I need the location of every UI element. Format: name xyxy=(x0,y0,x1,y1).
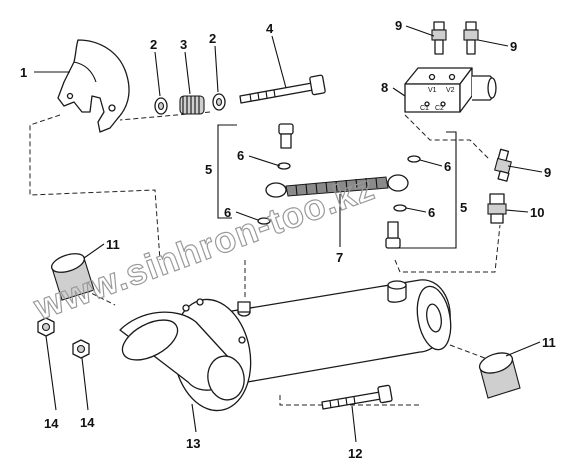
part-2-washer-right xyxy=(212,93,226,111)
part-14-nut-right xyxy=(72,339,90,359)
part-5-banjo-bolt-bottom xyxy=(385,221,401,249)
callout-11-left: 11 xyxy=(106,237,120,252)
part-9-fitting-top-right xyxy=(463,21,479,55)
callout-1: 1 xyxy=(20,65,27,80)
callout-14-right: 14 xyxy=(80,415,95,430)
block-mark-c1: C1 xyxy=(420,105,429,112)
part-10-adapter xyxy=(487,193,507,224)
callout-4: 4 xyxy=(266,21,274,36)
callout-5-right: 5 xyxy=(460,200,467,215)
part-11-bushing-right xyxy=(478,352,521,399)
part-13-cylinder-body xyxy=(119,279,452,412)
part-11-bushing-left xyxy=(50,253,95,301)
callout-11-right: 11 xyxy=(542,335,556,350)
part-7-hose xyxy=(265,174,409,198)
callout-2-left: 2 xyxy=(150,37,157,52)
callout-5-left: 5 xyxy=(205,162,212,177)
callout-leaders xyxy=(34,25,543,443)
callout-6-lower-left: 6 xyxy=(224,205,231,220)
callout-7: 7 xyxy=(336,250,343,265)
callout-12: 12 xyxy=(348,446,362,461)
part-12-bottom-bolt xyxy=(321,384,393,410)
part-9-fitting-top-left xyxy=(431,21,447,55)
part-6-o-rings xyxy=(257,155,421,225)
part-9-fitting-side xyxy=(494,148,512,182)
callout-6-upper-right: 6 xyxy=(444,159,451,174)
part-1-hook-bracket xyxy=(57,39,130,133)
block-mark-v1: V1 xyxy=(428,87,437,94)
part-3-spring xyxy=(179,95,205,115)
callout-6-upper-left: 6 xyxy=(237,148,244,163)
callout-2-right: 2 xyxy=(209,31,216,46)
callout-8: 8 xyxy=(381,80,388,95)
callout-9-side: 9 xyxy=(544,165,551,180)
callout-14-left: 14 xyxy=(44,416,59,431)
part-5-banjo-bolt-top xyxy=(278,123,294,149)
part-2-washer-left xyxy=(154,97,168,115)
callout-9-top-right: 9 xyxy=(510,39,517,54)
callout-10: 10 xyxy=(530,205,544,220)
callout-9-top-left: 9 xyxy=(395,18,402,33)
callout-numbers: 1 2 3 2 4 9 9 8 5 6 6 6 6 9 5 10 7 11 11… xyxy=(20,18,556,461)
part-14-nut-left xyxy=(37,317,55,337)
callout-3: 3 xyxy=(180,37,187,52)
callout-6-lower-right: 6 xyxy=(428,205,435,220)
part-4-long-bolt xyxy=(239,74,326,104)
callout-13: 13 xyxy=(186,436,200,451)
part-8-valve-block: V1 V2 C1 C2 xyxy=(404,67,497,113)
block-mark-v2: V2 xyxy=(446,87,455,94)
block-mark-c2: C2 xyxy=(435,105,444,112)
